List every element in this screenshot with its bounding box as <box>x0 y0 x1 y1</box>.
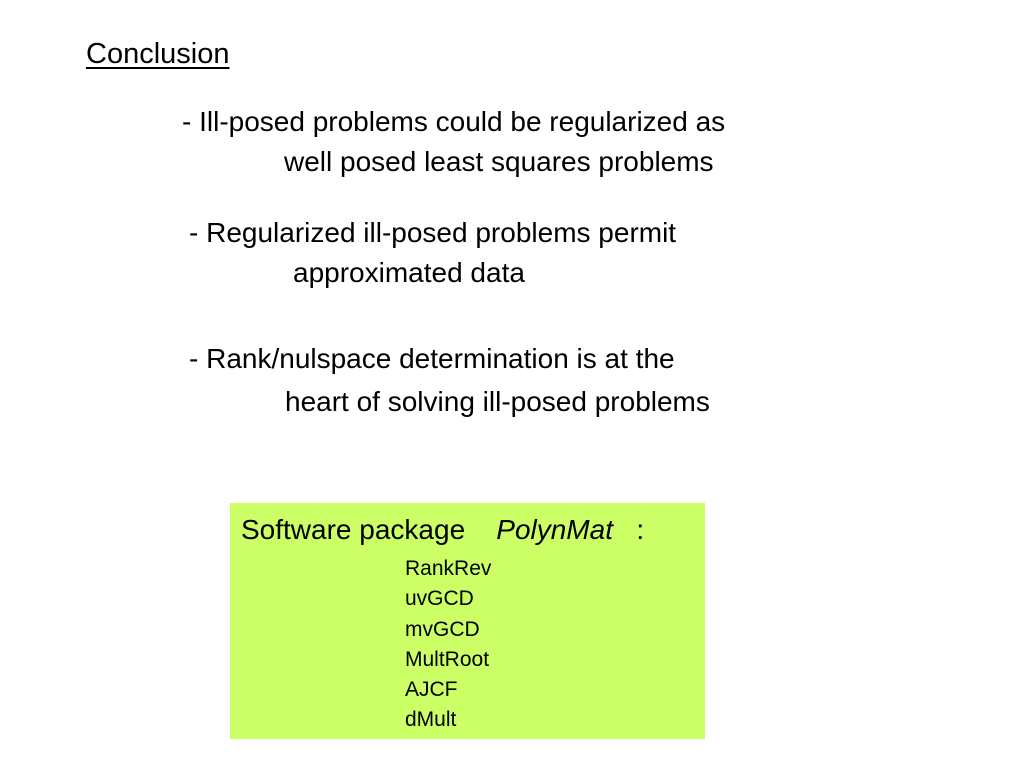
package-item-rankrev: RankRev <box>405 557 492 580</box>
software-package-label: Software package <box>241 514 466 545</box>
bullet-1-line-1: - Ill-posed problems could be regularize… <box>182 106 726 137</box>
slide-title: Conclusion <box>86 38 230 70</box>
package-item-mvgcd: mvGCD <box>405 618 480 641</box>
bullet-2-line-1: - Regularized ill-posed problems permit <box>189 217 677 248</box>
bullet-2-line-2: approximated data <box>293 257 525 288</box>
bullet-3-line-1: - Rank/nulspace determination is at the <box>189 343 675 374</box>
package-colon: : <box>636 514 645 545</box>
bullet-1-line-2: well posed least squares problems <box>284 146 714 177</box>
package-item-dmult: dMult <box>405 708 457 731</box>
bullet-3-line-2: heart of solving ill-posed problems <box>285 386 710 417</box>
software-package-heading: Software package PolynMat : <box>241 516 644 544</box>
package-item-uvgcd: uvGCD <box>405 587 474 610</box>
package-item-multroot: MultRoot <box>405 648 490 671</box>
package-item-ajcf: AJCF <box>405 678 458 701</box>
package-name: PolynMat <box>496 514 613 545</box>
software-package-box: Software package PolynMat : RankRev uvGC… <box>230 503 705 739</box>
